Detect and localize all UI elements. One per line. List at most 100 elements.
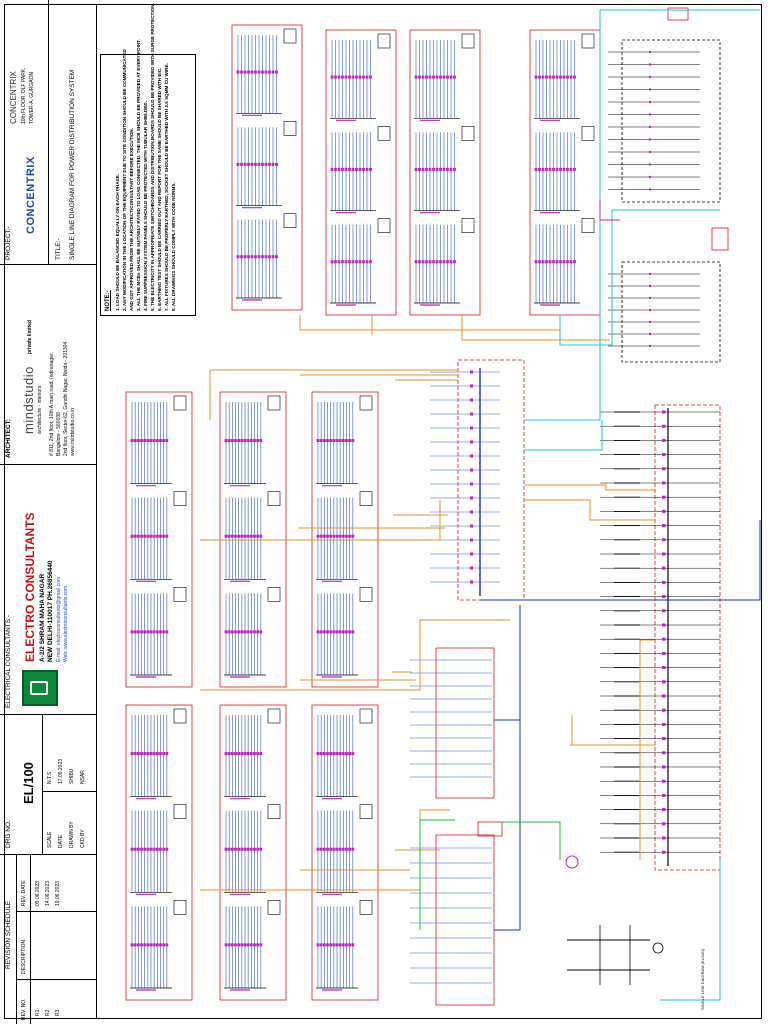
breaker-symbol [648,272,652,276]
breaker-symbol [662,495,666,499]
breaker-symbol [224,752,228,756]
breaker-symbol [355,167,358,171]
panel-tag [173,708,187,724]
main-lt-panel [457,359,525,601]
breaker-symbol [326,439,329,443]
breaker-symbol [230,752,234,756]
feeder-cable [559,209,720,346]
breaker-symbol [249,534,253,538]
panel-tag [173,395,187,411]
breaker-symbol [341,847,345,851]
breaker-symbol [425,75,428,79]
breaker-symbol [648,138,652,141]
breaker-symbol [162,752,166,756]
breaker-symbol [362,167,365,171]
breaker-symbol [442,75,446,79]
breaker-symbol [234,534,237,538]
breaker-symbol [246,847,250,851]
breaker-symbol [648,163,652,166]
scale-value: N.T.S [47,771,53,784]
breaker-symbol [351,260,355,264]
breaker-symbol [348,75,351,79]
breaker-symbol [534,260,538,264]
breaker-symbol [662,438,666,442]
breaker-symbol [243,162,247,166]
breaker-symbol [329,630,333,634]
breaker-symbol [418,260,421,264]
breaker-symbol [545,260,548,264]
consultant-label: ELECTRICAL CONSULTANTS:- [5,614,12,708]
breaker-symbol [662,765,666,769]
breaker-symbol [662,751,666,755]
breaker-symbol [143,630,147,634]
breaker-symbol [155,752,159,756]
panel-tag [359,587,373,602]
architect-address-3: 2nd floor, Sector-62, Gandhi Nagar, Noid… [63,341,69,456]
panel-tag [173,491,187,506]
revision-row-no: R2 [45,1009,51,1016]
title-block: REVISION SCHEDULE REV. NO. DESCRIPTION R… [0,0,96,1024]
breaker-symbol [545,75,548,79]
breaker-symbol [227,439,231,443]
breaker-symbol [254,255,257,259]
breaker-symbol [329,534,333,538]
breaker-symbol [264,255,268,259]
breaker-symbol [326,630,329,634]
panel-tag [267,395,281,411]
date-value: 17.05.2023 [58,758,64,784]
breaker-symbol [130,847,134,851]
architect-address-1: # 811, 2nd floor, 10th A main road, Indi… [49,352,55,456]
breaker-symbol [338,630,342,634]
breaker-symbol [155,534,159,538]
breaker-symbol [334,167,337,171]
breaker-symbol [470,552,473,556]
breaker-symbol [227,752,231,756]
note-line: 3. ALL THE MCBs SHALL BE SUITABLY RATED … [136,39,141,311]
breaker-symbol [341,943,345,947]
transformer-symbol [565,855,579,869]
breaker-symbol [341,630,345,634]
revision-row-date: 14.06.2023 [45,880,51,906]
feeder-cable [660,860,721,1001]
panel-tag [377,218,391,233]
breaker-symbol [648,332,652,336]
breaker-symbol [348,752,352,756]
breaker-symbol [130,752,134,756]
breaker-symbol [341,260,344,264]
breaker-symbol [326,534,329,538]
small-board-2 [435,834,495,1006]
architect-logo: mindstudio [21,366,36,434]
breaker-symbol [662,410,666,414]
breaker-symbol [152,439,156,443]
breaker-symbol [662,836,666,840]
breaker-symbol [243,534,247,538]
breaker-symbol [351,75,355,79]
breaker-symbol [149,534,153,538]
revision-row-no: R3 [55,1009,61,1016]
breaker-symbol [165,847,169,851]
breaker-symbol [246,752,250,756]
breaker-symbol [152,847,156,851]
breaker-symbol [439,75,442,79]
breaker-symbol [344,167,348,171]
breaker-symbol [247,70,250,74]
panel-tag [461,33,475,49]
breaker-symbol [249,439,253,443]
breaker-symbol [358,260,362,264]
drawn-by-label: DRAWN BY [69,821,75,848]
breaker-symbol [261,162,264,166]
note-line: 1. LOAD SHOULD BE BALANCED EQUALLY ON EA… [115,173,120,311]
breaker-symbol [662,637,666,641]
breaker-symbol [338,534,342,538]
breaker-symbol [165,630,169,634]
breaker-symbol [439,167,442,171]
panel-tag [267,587,281,602]
panel-tag [461,218,475,233]
architect-web: www.mindstudio.co.in [70,407,76,456]
breaker-symbol [432,167,435,171]
checked-by-label: CKD BY [80,829,86,848]
breaker-symbol [136,630,140,634]
breaker-symbol [470,496,473,500]
breaker-symbol [322,630,326,634]
breaker-symbol [246,630,250,634]
